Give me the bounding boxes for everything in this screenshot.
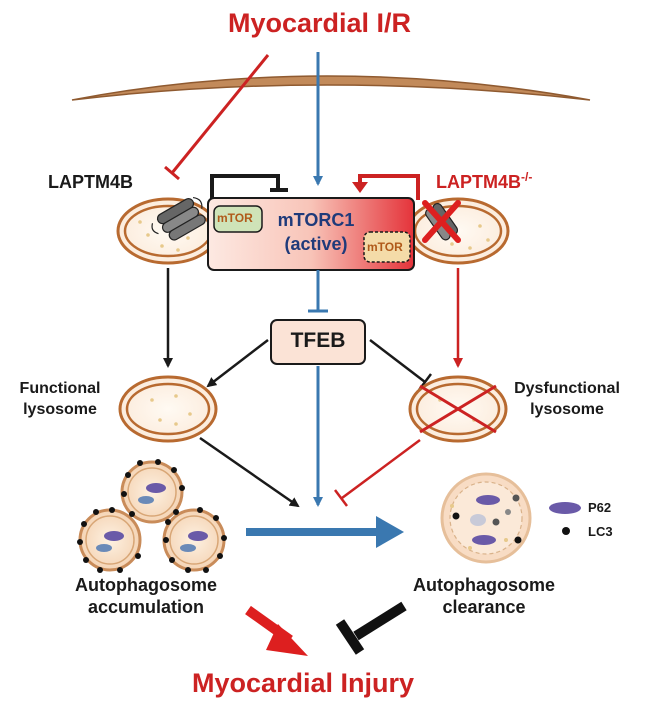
autophagosome-cluster xyxy=(77,459,227,573)
legend-lc3-label: LC3 xyxy=(588,524,613,539)
label-laptm4b-knockout-sup: -/- xyxy=(521,170,533,184)
autophagolysosome xyxy=(440,472,532,564)
label-dysfunctional-lysosome-1: Dysfunctional xyxy=(514,380,620,397)
cell-membrane xyxy=(71,75,591,101)
dysfunctional-lysosome xyxy=(408,375,508,443)
label-mtorc1: mTORC1 (active) xyxy=(266,208,366,256)
label-dysfunctional-lysosome: Dysfunctional lysosome xyxy=(506,378,628,420)
label-autophagosome-clearance-2: clearance xyxy=(442,597,526,617)
title-myocardial-injury: Myocardial Injury xyxy=(192,668,415,698)
laptm4b-inhibits-mtorc1 xyxy=(210,174,280,200)
label-mtor-a: mTOR xyxy=(217,211,253,225)
clearance-inhibits-injury xyxy=(353,601,407,641)
ir-inhibits-laptm4b-bar xyxy=(164,165,180,181)
functional-to-center xyxy=(199,436,300,508)
label-mtorc1-line1: mTORC1 xyxy=(277,210,355,230)
label-autophagosome-clearance-1: Autophagosome xyxy=(413,575,555,595)
label-functional-lysosome: Functional lysosome xyxy=(8,378,112,420)
tfeb-to-functional xyxy=(206,339,269,388)
knockout-x-icon xyxy=(422,200,461,243)
label-autophagosome-accumulation-1: Autophagosome xyxy=(75,575,217,595)
label-functional-lysosome-2: lysosome xyxy=(23,401,97,418)
tfeb-box xyxy=(270,319,366,365)
dysfunctional-inhibits-center xyxy=(341,438,421,500)
laptm4b-protein-icon xyxy=(151,196,206,241)
label-autophagosome-accumulation-2: accumulation xyxy=(87,597,205,617)
legend-p62-label: P62 xyxy=(588,500,612,515)
mtor-box-b xyxy=(363,231,411,263)
ko-activates-mtorc1 xyxy=(358,174,420,200)
label-tfeb: TFEB xyxy=(290,329,346,352)
title-myocardial-ir: Myocardial I/R xyxy=(228,8,412,38)
functional-lysosome xyxy=(118,375,218,443)
label-mtorc1-line2: (active) xyxy=(284,234,348,254)
label-laptm4b: LAPTM4B xyxy=(48,172,133,192)
autophagosome-2 xyxy=(78,508,142,572)
ir-inhibits-laptm4b xyxy=(170,54,270,174)
tfeb-inhibits-dysfunctional xyxy=(369,339,426,383)
autophagosome-1 xyxy=(120,460,184,524)
label-mtor-b: mTOR xyxy=(367,240,403,254)
legend-p62-swatch xyxy=(549,502,581,514)
label-dysfunctional-lysosome-2: lysosome xyxy=(530,401,604,418)
label-laptm4b-knockout-text: LAPTM4B xyxy=(436,172,521,192)
label-functional-lysosome-1: Functional xyxy=(19,380,101,397)
label-laptm4b-knockout: LAPTM4B-/- xyxy=(436,170,532,193)
mtor-box-a xyxy=(213,205,263,233)
legend-lc3-swatch xyxy=(562,527,570,535)
